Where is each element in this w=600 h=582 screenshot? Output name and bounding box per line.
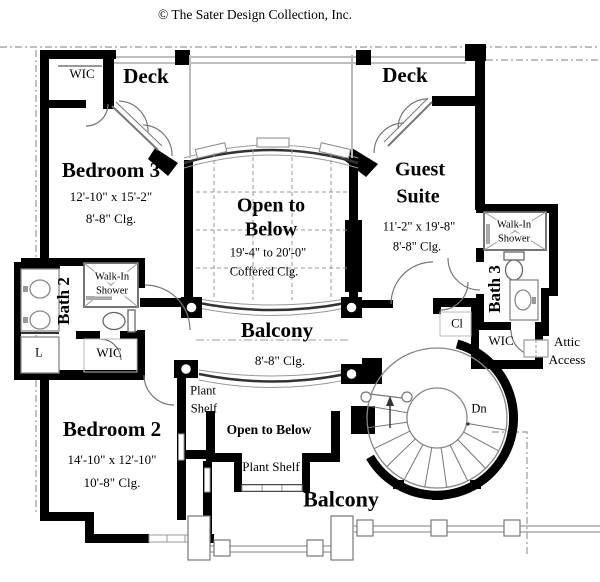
room-label-wic-top-left: WIC bbox=[69, 66, 95, 82]
room-label-open-to-below: Open to bbox=[236, 194, 306, 217]
bedroom2-dimensions: 14'-10" x 12'-10" bbox=[67, 452, 157, 468]
linen-label: L bbox=[35, 345, 43, 360]
guest-suite-dimensions: 11'-2" x 19'-8" bbox=[382, 219, 456, 234]
room-label-bath2: Bath 2 bbox=[54, 277, 74, 325]
door-arcs bbox=[85, 103, 538, 406]
copyright-notice: © The Sater Design Collection, Inc. bbox=[157, 6, 353, 22]
room-label-deck-left: Deck bbox=[123, 63, 169, 88]
toilet-icon bbox=[504, 259, 524, 281]
bedroom2-ceiling: 10'-8" Clg. bbox=[83, 475, 141, 491]
bottom-balcony-railing bbox=[187, 515, 600, 561]
bedroom3-ceiling: 8'-8" Clg. bbox=[85, 211, 137, 227]
room-label-bedroom3: Bedroom 3 bbox=[61, 157, 161, 182]
room-label-wic-mid: WIC bbox=[96, 345, 122, 361]
room-label-guest-suite-2: Suite bbox=[396, 185, 440, 208]
stair-wall-posts bbox=[393, 480, 481, 500]
toilet-icon bbox=[102, 311, 126, 331]
bedroom3-dimensions: 12'-10" x 15'-2" bbox=[69, 189, 153, 205]
bath2-vanity bbox=[20, 268, 60, 374]
coffered-ceiling-grid bbox=[196, 150, 348, 341]
room-label-balcony-bottom: Balcony bbox=[303, 486, 379, 512]
deck-left-french-door bbox=[111, 100, 173, 157]
wall-windows bbox=[148, 433, 303, 543]
room-label-bath3: Bath 3 bbox=[485, 265, 505, 313]
stair-treads bbox=[367, 405, 506, 488]
walls bbox=[14, 50, 558, 543]
attic-access-hatch bbox=[523, 339, 549, 358]
deck-right-french-door bbox=[373, 97, 433, 154]
stair-down-label: Dn bbox=[471, 401, 487, 416]
deck-railing bbox=[114, 44, 486, 65]
room-label-balcony-mid: Balcony bbox=[240, 317, 314, 342]
shower-right-label: Walk-In bbox=[495, 219, 533, 231]
linen-closet bbox=[20, 336, 60, 374]
open-below-bottom-label: Open to Below bbox=[226, 421, 312, 437]
sink-icon bbox=[29, 279, 51, 299]
room-label-wic-right: WIC bbox=[488, 333, 514, 349]
room-label-bedroom2: Bedroom 2 bbox=[62, 416, 162, 441]
newel-post bbox=[401, 391, 413, 403]
plant-shelf-left-label: Plant bbox=[190, 383, 216, 398]
wic-mid-outline bbox=[83, 338, 138, 373]
sink-icon bbox=[29, 310, 51, 330]
room-label-guest-suite: Guest bbox=[395, 158, 445, 181]
shower-left-label: Walk-In bbox=[93, 271, 131, 283]
attic-access-label: Attic bbox=[554, 334, 580, 350]
window-mullions bbox=[166, 485, 283, 542]
room-label-open-to-below-2: Below bbox=[244, 218, 298, 241]
guest-suite-ceiling: 8'-8" Clg. bbox=[392, 239, 442, 254]
closet-outline bbox=[439, 311, 472, 337]
bath2-shower bbox=[83, 262, 139, 308]
shower-left-label-2: Shower bbox=[94, 285, 130, 297]
bath3-toilet bbox=[503, 251, 525, 281]
plant-shelf-left-label-2: Shelf bbox=[190, 401, 218, 416]
bath3-vanity bbox=[509, 279, 539, 321]
open-to-below-dimensions: 19'-4" to 20'-0" bbox=[229, 245, 307, 260]
open-to-below-ceiling: Coffered Clg. bbox=[229, 264, 299, 279]
plant-shelf-bottom-label: Plant Shelf bbox=[242, 459, 300, 475]
column-posts bbox=[174, 297, 382, 384]
balcony-arches bbox=[198, 298, 347, 388]
bow-window bbox=[183, 55, 359, 169]
shower-right-label-2: Shower bbox=[496, 233, 532, 245]
room-label-deck-right: Deck bbox=[382, 62, 428, 87]
bath2-toilet bbox=[102, 309, 136, 333]
stair-direction-arrow bbox=[386, 396, 394, 428]
bath3-shower bbox=[483, 211, 547, 251]
spiral-staircase bbox=[360, 339, 519, 500]
sink-icon bbox=[514, 289, 532, 311]
closet-label: Cl bbox=[451, 316, 463, 331]
attic-access-label-2: Access bbox=[548, 352, 586, 368]
balcony-mid-ceiling: 8'-8" Clg. bbox=[254, 353, 306, 369]
newel-post bbox=[360, 391, 372, 403]
dn-leader-dot bbox=[466, 422, 470, 426]
